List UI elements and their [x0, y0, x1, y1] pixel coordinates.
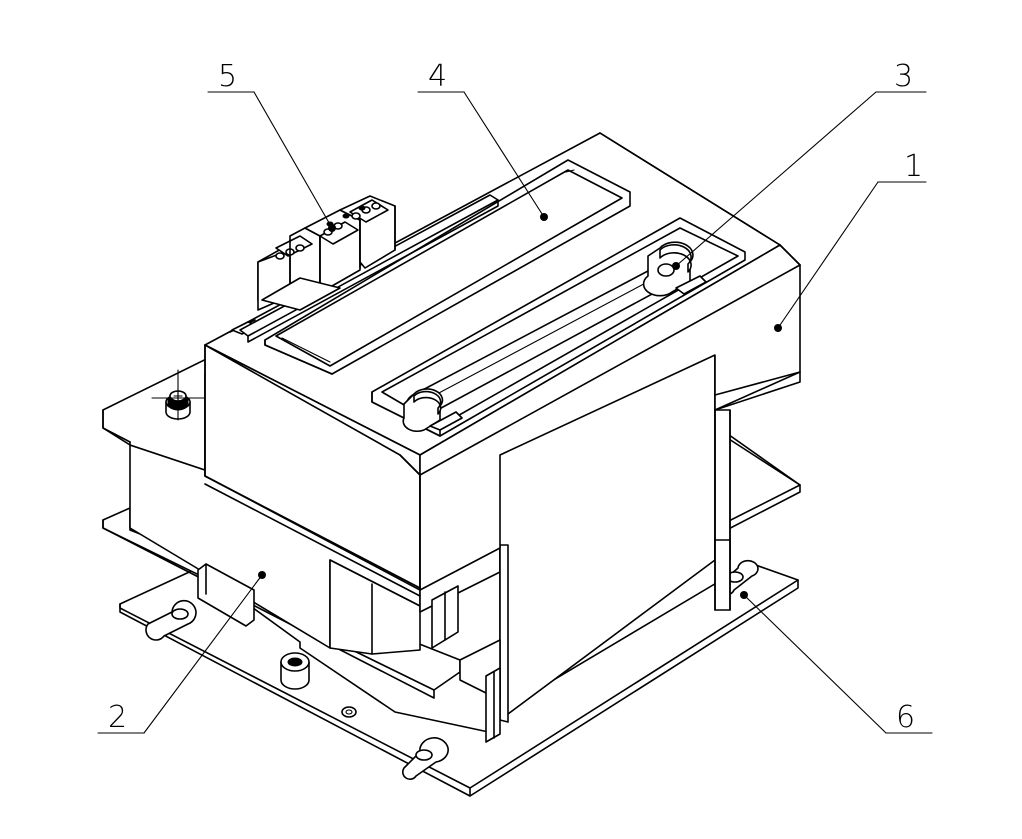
top-lid-recess: [264, 159, 631, 375]
heater-clamp-front: [402, 388, 463, 433]
heater-clamp-rear: [642, 241, 707, 297]
callout-4: 4: [417, 59, 548, 221]
callout-6-label: 6: [896, 700, 915, 735]
core-lower: [419, 349, 731, 743]
ground-bolt: [151, 369, 211, 421]
callout-1-label: 1: [904, 149, 923, 184]
callout-3: 3: [672, 59, 927, 270]
standoff: [280, 652, 310, 690]
callout-2-label: 2: [108, 700, 127, 735]
callout-5-label: 5: [218, 59, 237, 94]
callout-3-label: 3: [894, 59, 913, 94]
callout-6: 6: [740, 591, 933, 735]
callout-1: 1: [774, 149, 927, 332]
callout-2: 2: [97, 571, 266, 735]
callout-5: 5: [207, 59, 336, 232]
left-top-plate: [102, 334, 256, 471]
callout-4-label: 4: [428, 59, 447, 94]
heater-tray: [371, 217, 746, 437]
main-housing: [204, 132, 801, 597]
terminal-block: [239, 194, 499, 343]
